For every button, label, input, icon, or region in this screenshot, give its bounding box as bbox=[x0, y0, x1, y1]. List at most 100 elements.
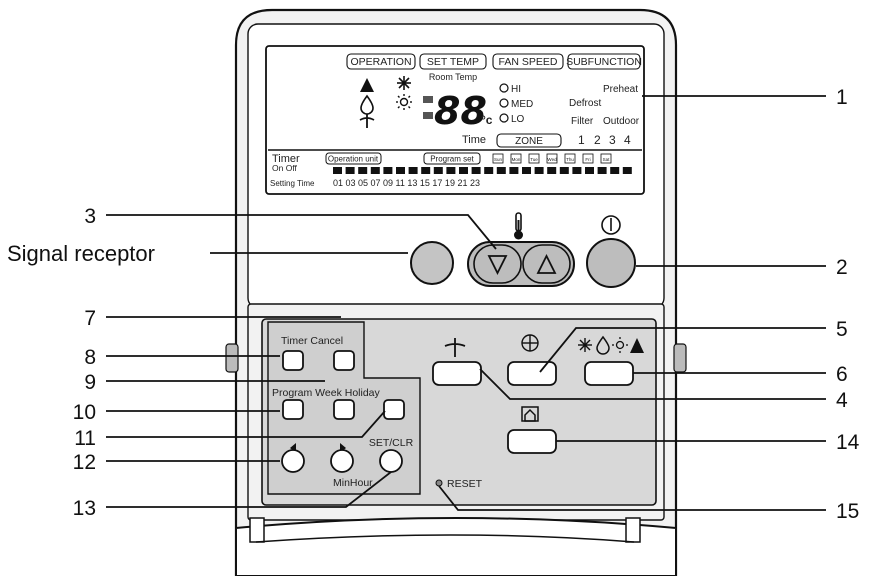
timer-button[interactable] bbox=[282, 350, 304, 371]
callout-9: 9 bbox=[84, 371, 96, 394]
timer-block bbox=[370, 167, 380, 174]
holiday-button[interactable] bbox=[383, 399, 405, 420]
room-temp-label: Room Temp bbox=[429, 72, 477, 82]
fan-level-hi-icon bbox=[499, 83, 509, 93]
fan-level-hi: HI bbox=[511, 84, 521, 95]
callout-12: 12 bbox=[73, 451, 96, 474]
fan-level-med-icon bbox=[499, 98, 509, 108]
callout-6: 6 bbox=[836, 363, 848, 386]
timer-block bbox=[446, 167, 456, 174]
set-clr-button[interactable] bbox=[379, 449, 403, 473]
zone-number-4: 4 bbox=[624, 133, 631, 147]
fan-speed-icon bbox=[521, 334, 539, 352]
callout-8: 8 bbox=[84, 346, 96, 369]
signal-receptor-label: Signal receptor bbox=[7, 241, 155, 266]
hour-scale: 01 03 05 07 09 11 13 15 17 19 21 23 bbox=[333, 178, 480, 188]
outdoor-label: Outdoor bbox=[603, 116, 640, 127]
fan-level-lo-icon bbox=[499, 113, 509, 123]
timer-blocks bbox=[333, 167, 632, 174]
room-indicator-icon bbox=[423, 112, 433, 119]
lcd-header-operation: OPERATION bbox=[350, 56, 411, 68]
power-button[interactable] bbox=[586, 238, 636, 288]
program-set-label: Program set bbox=[430, 155, 474, 164]
temperature-unit: °c bbox=[481, 113, 493, 127]
callout-11: 11 bbox=[74, 427, 96, 450]
callout-4: 4 bbox=[836, 389, 848, 412]
svg-text:Sun: Sun bbox=[494, 157, 503, 162]
down-arrow-icon bbox=[487, 255, 508, 276]
timer-block bbox=[484, 167, 494, 174]
callout-leaders bbox=[106, 95, 826, 511]
left-side-clip bbox=[225, 343, 239, 373]
min-hour-label: MinHour bbox=[333, 477, 373, 489]
callout-5: 5 bbox=[836, 318, 848, 341]
timer-block bbox=[459, 167, 468, 174]
set-indicator-icon bbox=[423, 96, 433, 103]
timer-block bbox=[421, 167, 431, 174]
mode-fan-icon bbox=[359, 114, 375, 128]
program-week-holiday-label: Program Week Holiday bbox=[272, 387, 381, 399]
thermometer-icon bbox=[514, 212, 523, 240]
mode-auto-icon bbox=[360, 78, 374, 92]
timer-block bbox=[509, 167, 519, 174]
svg-text:Mon: Mon bbox=[512, 157, 521, 162]
swing-button[interactable] bbox=[432, 361, 482, 386]
timer-block bbox=[396, 167, 405, 174]
zone-number-3: 3 bbox=[609, 133, 616, 147]
upper-button-row bbox=[410, 212, 636, 288]
timer-block bbox=[559, 167, 569, 174]
callout-labels: Signal receptor 3 7 8 9 10 11 12 13 1 2 … bbox=[7, 86, 860, 523]
program-button[interactable] bbox=[282, 399, 304, 420]
timer-block bbox=[585, 167, 594, 174]
signal-receptor bbox=[410, 241, 454, 285]
cover-hinge bbox=[235, 517, 677, 576]
home-leave-button[interactable] bbox=[507, 429, 557, 454]
timer-block bbox=[597, 167, 607, 174]
min-button[interactable] bbox=[281, 449, 305, 473]
temp-down-button[interactable] bbox=[473, 244, 522, 284]
svg-text:Fri: Fri bbox=[585, 157, 590, 162]
callout-7: 7 bbox=[84, 307, 96, 330]
lcd-header-fan-speed: FAN SPEED bbox=[499, 56, 558, 68]
reset-button[interactable] bbox=[435, 479, 443, 487]
operation-mode-icons bbox=[578, 335, 644, 355]
temp-up-button[interactable] bbox=[522, 244, 571, 284]
callout-14: 14 bbox=[836, 431, 860, 454]
timer-block bbox=[383, 167, 393, 174]
timer-block bbox=[496, 167, 506, 174]
temperature-digits: 88 bbox=[434, 89, 487, 133]
fan-level-med: MED bbox=[511, 99, 533, 110]
callout-13: 13 bbox=[73, 497, 96, 520]
on-off-label: On Off bbox=[272, 163, 298, 173]
time-label: Time bbox=[462, 134, 486, 146]
timer-block bbox=[534, 167, 544, 174]
zone-number-1: 1 bbox=[578, 133, 585, 147]
mode-cool-icon bbox=[397, 76, 411, 90]
fan-level-lo: LO bbox=[511, 114, 525, 125]
svg-text:Sat: Sat bbox=[603, 157, 611, 162]
setting-time-label: Setting Time bbox=[270, 179, 315, 188]
fan-speed-button[interactable] bbox=[507, 361, 557, 386]
cancel-button[interactable] bbox=[333, 350, 355, 371]
right-side-clip bbox=[673, 343, 687, 373]
timer-block bbox=[471, 167, 481, 174]
lcd-header-subfunction: SUBFUNCTION bbox=[566, 56, 642, 68]
swing-icon bbox=[444, 338, 466, 357]
home-icon bbox=[521, 406, 539, 422]
callout-10: 10 bbox=[73, 401, 96, 424]
zone-number-2: 2 bbox=[594, 133, 601, 147]
hour-button[interactable] bbox=[330, 449, 354, 473]
filter-label: Filter bbox=[571, 116, 594, 127]
callout-2: 2 bbox=[836, 256, 848, 279]
timer-label: Timer bbox=[272, 153, 300, 165]
svg-text:Wed: Wed bbox=[547, 157, 557, 162]
timer-block bbox=[547, 167, 557, 174]
operation-unit-label: Operation unit bbox=[328, 155, 379, 164]
lcd-display: OPERATION SET TEMP FAN SPEED SUBFUNCTION… bbox=[265, 45, 645, 195]
operation-mode-button[interactable] bbox=[584, 361, 634, 386]
callout-3: 3 bbox=[84, 205, 96, 228]
power-icon bbox=[601, 215, 621, 235]
timer-block bbox=[333, 167, 342, 174]
week-button[interactable] bbox=[333, 399, 355, 420]
svg-text:Thu: Thu bbox=[566, 157, 574, 162]
